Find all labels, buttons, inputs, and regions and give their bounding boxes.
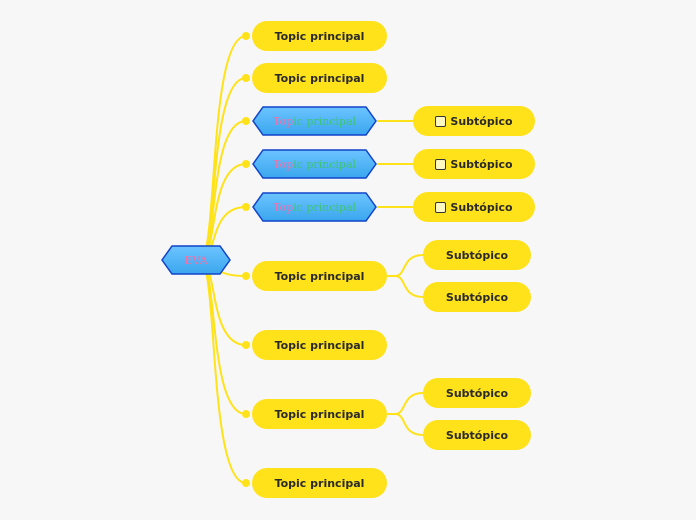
topic-label: Topic principal xyxy=(274,407,365,421)
topic-label: Topic principal xyxy=(272,114,357,128)
topic-node[interactable]: Topic principal xyxy=(252,63,387,93)
topic-label: Topic principal xyxy=(274,269,365,283)
topic-node[interactable]: Topic principal xyxy=(252,261,387,291)
subtopic-label: Subtópico xyxy=(445,386,509,400)
topic-node[interactable]: Topic principal xyxy=(252,21,387,51)
central-topic-label: EVA xyxy=(184,253,208,267)
connector-dot xyxy=(242,272,250,280)
topic-node[interactable]: Topic principal xyxy=(252,192,377,222)
task-checkbox[interactable] xyxy=(435,115,447,127)
connector-dot xyxy=(242,203,250,211)
subtopic-label: Subtópico xyxy=(445,428,509,442)
connector-dot xyxy=(242,117,250,125)
subtopic-label: Subtópico xyxy=(445,290,509,304)
topic-label: Topic principal xyxy=(274,338,365,352)
subtopic-node[interactable]: Subtópico xyxy=(423,240,531,270)
subtopic-node[interactable]: Subtópico xyxy=(413,149,535,179)
subtopic-label: Subtópico xyxy=(450,157,513,171)
task-checkbox[interactable] xyxy=(435,201,447,213)
connector-dot xyxy=(242,479,250,487)
topic-label: Topic principal xyxy=(274,71,365,85)
topic-node[interactable]: Topic principal xyxy=(252,399,387,429)
subtopic-label: Subtópico xyxy=(450,114,513,128)
topic-node[interactable]: Topic principal xyxy=(252,106,377,136)
connector-dot xyxy=(242,160,250,168)
topic-label: Topic principal xyxy=(274,29,365,43)
topic-node[interactable]: Topic principal xyxy=(252,330,387,360)
topic-node[interactable]: Topic principal xyxy=(252,468,387,498)
topic-label: Topic principal xyxy=(274,476,365,490)
task-checkbox[interactable] xyxy=(435,158,447,170)
topic-node[interactable]: Topic principal xyxy=(252,149,377,179)
subtopic-node[interactable]: Subtópico xyxy=(423,378,531,408)
connector-dot xyxy=(242,74,250,82)
subtopic-node[interactable]: Subtópico xyxy=(423,282,531,312)
topic-label: Topic principal xyxy=(272,200,357,214)
subtopic-label: Subtópico xyxy=(450,200,513,214)
topic-label: Topic principal xyxy=(272,157,357,171)
subtopic-node[interactable]: Subtópico xyxy=(423,420,531,450)
connector-dot xyxy=(242,341,250,349)
connector-dot xyxy=(242,410,250,418)
central-topic[interactable]: EVA xyxy=(161,245,231,275)
subtopic-node[interactable]: Subtópico xyxy=(413,106,535,136)
subtopic-node[interactable]: Subtópico xyxy=(413,192,535,222)
subtopic-label: Subtópico xyxy=(445,248,509,262)
connector-dot xyxy=(242,32,250,40)
